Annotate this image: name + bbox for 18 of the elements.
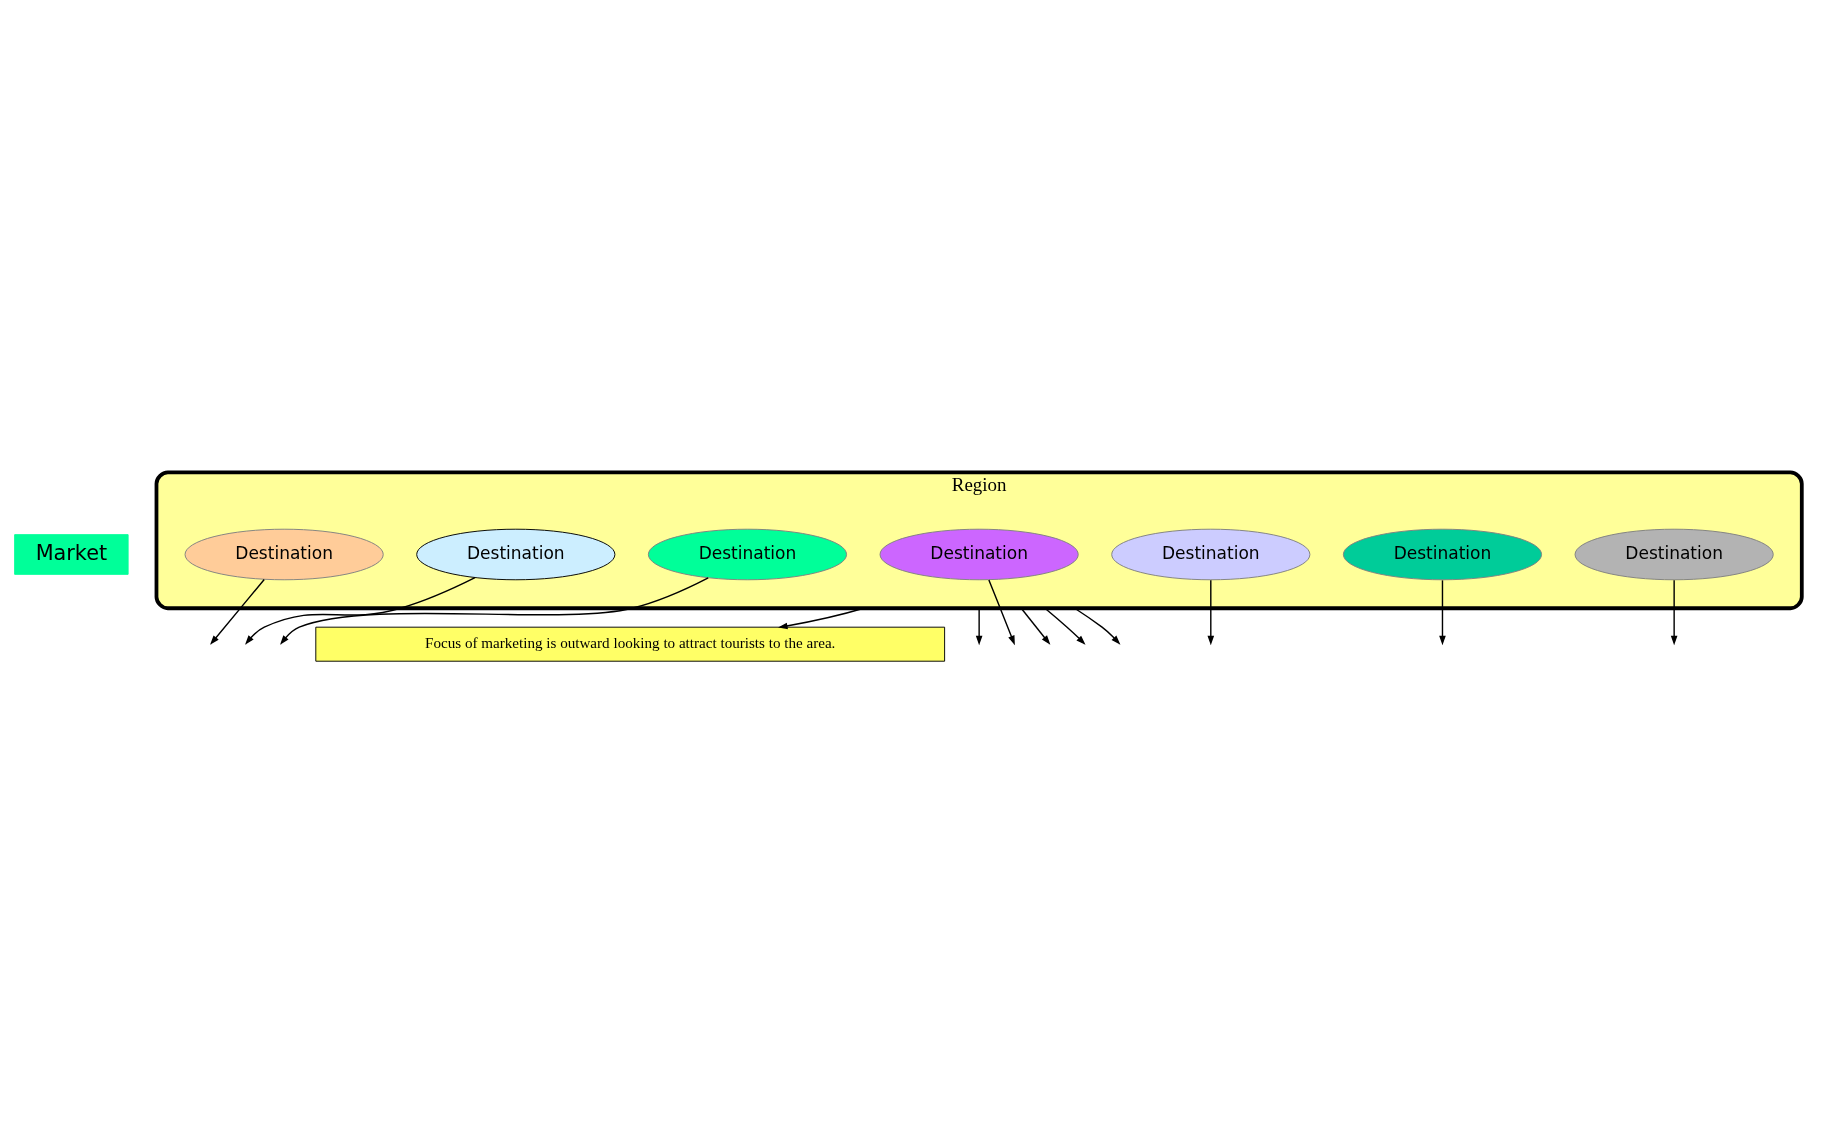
node-ellipse: Destination [879,528,1079,580]
node-ellipse: Destination [647,528,848,580]
arrow [245,576,476,645]
arrow [1074,607,1121,645]
arrow [210,578,265,645]
node-ellipse: Destination [1111,528,1311,580]
node-ellipse: Destination [184,528,384,580]
arrow [1020,607,1051,645]
node-ellipse: Destination [416,528,616,580]
arrow [975,607,983,645]
arrow [1670,579,1678,645]
node-box: Focus of marketing is outward looking to attract tourists to the area. [315,626,946,662]
arrow [1207,579,1215,645]
node-box: Market [14,533,129,575]
arrow [1044,607,1086,645]
arrow [280,576,709,645]
node-ellipse: Destination [1342,528,1543,580]
node-ellipse: Destination [1574,528,1774,580]
